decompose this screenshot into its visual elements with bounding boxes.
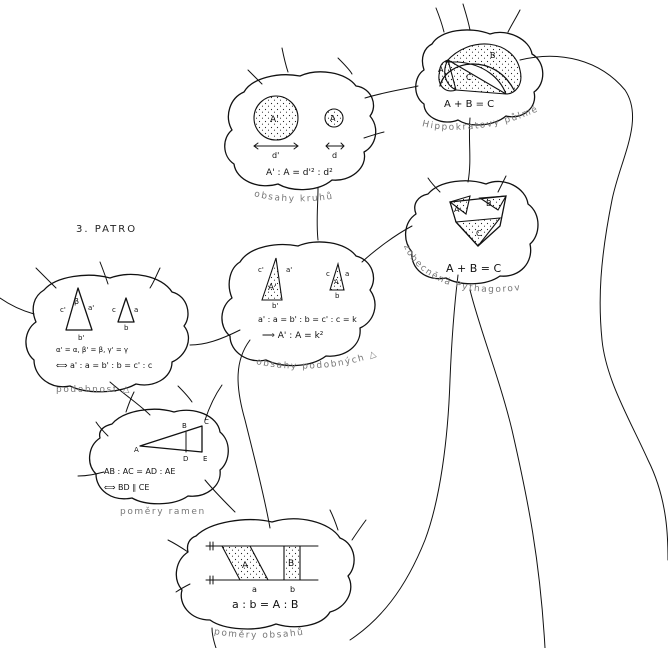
side-c-label: c	[326, 270, 330, 278]
formula-area: ⟹ A' : A = k²	[262, 331, 324, 341]
node-caption: obsahy kruhů	[253, 189, 334, 204]
small-triangle	[117, 297, 135, 323]
node-pomery-obsahu[interactable]: A B a b a : b = A : B poměry obsahů	[175, 518, 355, 641]
node-cloud-outline	[25, 273, 189, 393]
region-b-rectangle	[283, 545, 301, 581]
small-triangle-label: A	[334, 278, 339, 286]
side-c-label: c	[112, 306, 116, 314]
point-d-label: D	[183, 455, 188, 463]
small-triangle	[329, 261, 345, 291]
shape-a-label: A	[454, 205, 460, 214]
formula-ratio: AB : AC = AD : AE	[104, 467, 175, 476]
point-c-label: C	[204, 418, 209, 426]
side-c-prime-label: c'	[60, 306, 66, 314]
side-b-prime-label: b'	[272, 302, 278, 310]
formula-ratio: ⟺ a' : a = b' : b = c' : c	[56, 361, 152, 370]
base-a-label: a	[252, 585, 257, 594]
side-a-label: a	[345, 270, 349, 278]
point-e-label: E	[203, 455, 207, 463]
node-cloud-outline	[415, 29, 544, 126]
parallel-marks	[209, 541, 214, 585]
formula-parallel: ⟺ BD ∥ CE	[104, 483, 149, 492]
region-c-label: C	[466, 73, 472, 82]
formula: A + B = C	[446, 262, 501, 275]
floor-label: 3. PATRO	[76, 224, 137, 235]
formula-angles: α' = α, β' = β, γ' = γ	[56, 346, 128, 354]
node-caption: zobecněná Pythagorova věta	[0, 0, 522, 295]
node-caption: podobnost △	[56, 385, 131, 395]
node-cloud-outline	[405, 180, 539, 285]
shape-c	[454, 217, 502, 247]
side-a-prime-label: a'	[286, 266, 292, 274]
big-circle	[253, 95, 299, 141]
point-a-label: A	[134, 446, 139, 454]
small-circle	[324, 108, 344, 128]
triangle-outer	[139, 425, 203, 453]
side-b-prime-label: b'	[78, 334, 84, 342]
region-a-label: A	[242, 561, 249, 571]
formula: A + B = C	[444, 99, 494, 110]
formula: a : b = A : B	[232, 598, 298, 611]
shape-b	[478, 195, 507, 211]
big-triangle-label: A'	[268, 283, 277, 293]
node-zobecnena-pythagorova-veta[interactable]: A B C A + B = C zobecněná Pythagorova vě…	[0, 0, 539, 295]
angle-beta-prime: β	[74, 297, 79, 306]
big-circle-label: A'	[270, 115, 279, 125]
node-cloud-outline	[89, 408, 229, 505]
formula-ratio: a' : a = b' : b = c' : c = k	[258, 315, 357, 324]
node-caption: poměry ramen	[120, 507, 206, 517]
small-diameter-arrow	[325, 142, 345, 150]
big-diameter-arrow	[253, 142, 299, 150]
side-c-prime-label: c'	[258, 266, 264, 274]
node-obsahy-podobnych[interactable]: A' A c' a' b' c a b a' : a = b' : b = c'…	[221, 241, 379, 372]
shape-c-label: C	[476, 229, 482, 238]
big-triangle	[261, 257, 283, 301]
node-cloud-outline	[221, 241, 376, 367]
point-b-label: B	[182, 422, 187, 430]
region-b-label: B	[288, 559, 294, 569]
base-b-label: b	[290, 585, 295, 594]
lune-shape-b	[444, 43, 522, 95]
region-a-label: A	[438, 65, 444, 74]
formula: A' : A = d'² : d²	[266, 168, 333, 178]
node-pomery-ramen[interactable]: A B C D E AB : AC = AD : AE ⟺ BD ∥ CE po…	[89, 408, 229, 517]
connector-lines	[0, 3, 668, 648]
shape-b-label: B	[486, 199, 492, 208]
semicircle-arc	[439, 63, 515, 91]
node-cloud-outline	[224, 71, 377, 191]
side-a-prime-label: a'	[88, 304, 94, 312]
lune-shape-a	[438, 59, 457, 92]
node-obsahy-kruhu[interactable]: A' A d' d A' : A = d'² : d² obsahy kruhů	[224, 71, 377, 204]
big-triangle	[65, 287, 93, 331]
side-b-label: b	[124, 324, 129, 332]
node-caption: poměry obsahů	[213, 627, 305, 641]
small-diameter-label: d	[332, 151, 337, 160]
big-diameter-label: d'	[272, 151, 279, 160]
region-b-label: B	[490, 51, 496, 60]
region-a-parallelogram	[221, 545, 269, 581]
node-caption: obsahy podobných △	[255, 349, 379, 372]
small-circle-label: A	[330, 114, 336, 123]
node-podobnost[interactable]: β c' a' b' c a b α' = α, β' = β, γ' = γ …	[25, 273, 189, 395]
node-cloud-outline	[175, 518, 355, 630]
shape-a	[448, 195, 471, 215]
side-b-label: b	[335, 292, 340, 300]
side-a-label: a	[134, 306, 138, 314]
